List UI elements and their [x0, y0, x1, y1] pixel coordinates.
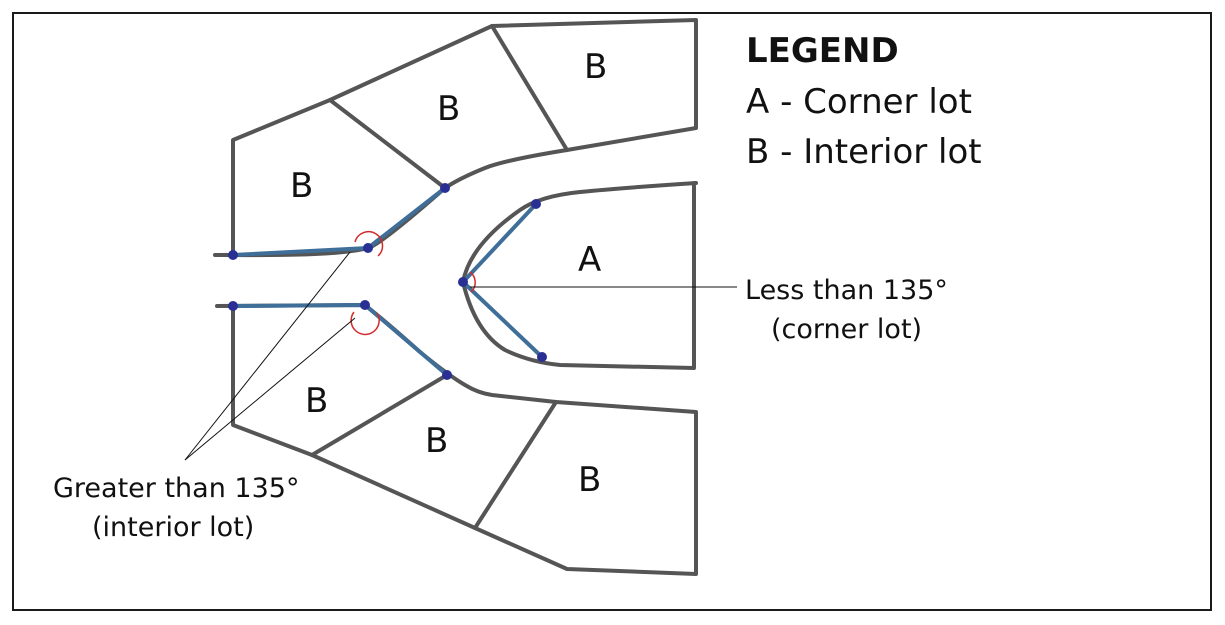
vertex-dot	[531, 199, 541, 209]
legend-item-a: A - Corner lot	[746, 82, 972, 122]
diagram-frame	[12, 12, 1212, 611]
legend-item-b: B - Interior lot	[746, 132, 982, 172]
legend-title: LEGEND	[746, 31, 899, 71]
legend: LEGEND A - Corner lot B - Interior lot	[746, 31, 982, 172]
top-lot-line-2	[490, 24, 569, 152]
annotation-less-line1: Less than 135°	[745, 275, 948, 306]
leader-lines	[184, 251, 737, 461]
top-block-outline	[231, 18, 698, 258]
vertex-dots	[228, 183, 547, 380]
leader-interior-bottom	[184, 317, 356, 461]
bottom-block-outline	[215, 303, 698, 576]
vertex-dot	[537, 352, 547, 362]
vertex-dot	[442, 370, 452, 380]
bottom-lot-line-2	[473, 400, 558, 530]
vertex-dot	[360, 300, 370, 310]
bottom-frontage-line	[231, 303, 449, 377]
corner-angle-arc	[469, 271, 476, 293]
leader-interior-top	[184, 251, 351, 461]
vertex-dot	[363, 243, 373, 253]
bottom-lot-line-1	[310, 373, 449, 457]
lot-label-b-top-middle: B	[437, 89, 460, 129]
top-frontage-line	[231, 186, 447, 257]
top-lot-line-1	[328, 98, 447, 190]
annotation-greater-line1: Greater than 135°	[53, 473, 299, 504]
lot-label-b-bottom-left: B	[305, 381, 328, 421]
vertex-dot	[458, 277, 468, 287]
lot-label-b-bottom-right: B	[578, 460, 601, 500]
corner-lot-outline	[461, 181, 698, 370]
vertex-dot	[228, 250, 238, 260]
bottom-angle-arc	[350, 311, 380, 336]
vertex-dot	[228, 301, 238, 311]
lot-label-a-corner: A	[578, 240, 601, 280]
top-angle-arc	[354, 230, 384, 257]
annotation-less-line2: (corner lot)	[771, 314, 922, 345]
angle-arcs	[350, 230, 476, 336]
lot-label-b-top-right: B	[584, 47, 607, 87]
frontage-lines	[231, 186, 544, 377]
annotation-greater-line2: (interior lot)	[92, 512, 254, 543]
vertex-dot	[440, 183, 450, 193]
lot-label-b-top-left: B	[290, 166, 313, 206]
lot-label-b-bottom-middle: B	[425, 421, 448, 461]
